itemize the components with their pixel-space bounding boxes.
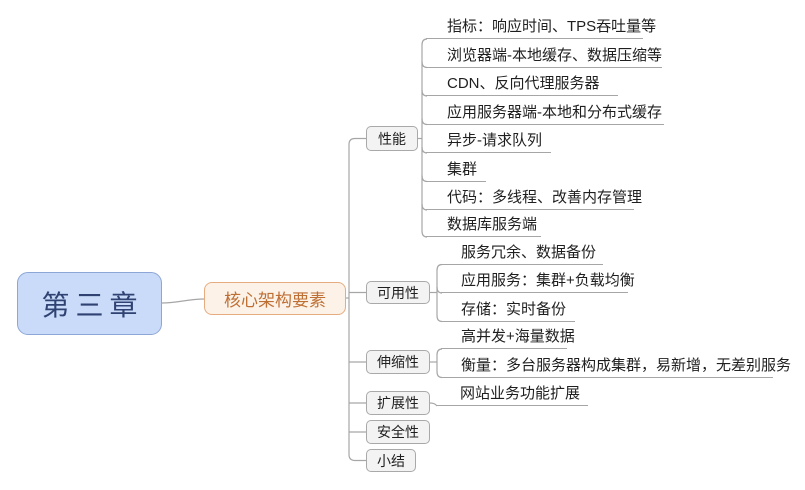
leaf-performance-browser[interactable]: 浏览器端-本地缓存、数据压缩等	[426, 46, 662, 68]
trunk-line	[348, 137, 366, 462]
leaf-availability-redundancy[interactable]: 服务冗余、数据备份	[441, 243, 603, 265]
branch-security[interactable]: 安全性	[366, 420, 430, 444]
branch-summary[interactable]: 小结	[366, 449, 416, 472]
root-hub-connector	[161, 298, 205, 304]
root-node-chapter[interactable]: 第三章	[17, 272, 162, 335]
branch-availability[interactable]: 可用性	[366, 281, 430, 304]
leaf-availability-storage[interactable]: 存储：实时备份	[441, 300, 575, 322]
leaf-performance-cluster[interactable]: 集群	[426, 160, 486, 182]
branch-scalability[interactable]: 伸缩性	[366, 350, 430, 374]
hub-node-core-architecture[interactable]: 核心架构要素	[204, 282, 346, 315]
leaf-performance-async[interactable]: 异步-请求队列	[426, 131, 551, 153]
leaf-scalability-concurrency[interactable]: 高并发+海量数据	[441, 327, 575, 349]
leaf-extensibility-business[interactable]: 网站业务功能扩展	[436, 384, 588, 406]
leaf-performance-appserver[interactable]: 应用服务器端-本地和分布式缓存	[426, 103, 664, 125]
leaf-availability-appservice[interactable]: 应用服务：集群+负载均衡	[441, 271, 635, 293]
leaf-performance-code[interactable]: 代码：多线程、改善内存管理	[426, 188, 642, 210]
leaf-scalability-measure[interactable]: 衡量：多台服务器构成集群，易新增，无差别服务	[441, 356, 791, 378]
branch-extensibility[interactable]: 扩展性	[366, 391, 430, 415]
leaf-performance-cdn[interactable]: CDN、反向代理服务器	[426, 74, 618, 96]
branch-performance[interactable]: 性能	[366, 126, 418, 151]
leaf-performance-metrics[interactable]: 指标：响应时间、TPS吞吐量等	[426, 17, 656, 39]
leaf-performance-database[interactable]: 数据库服务端	[426, 215, 541, 237]
